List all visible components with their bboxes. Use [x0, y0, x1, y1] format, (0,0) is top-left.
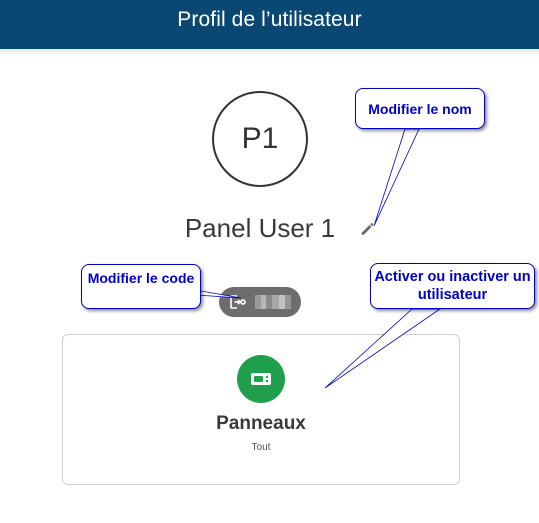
- callout-edit-name: Modifier le nom: [355, 88, 485, 129]
- panel-card-title: Panneaux: [216, 413, 306, 434]
- key-icon: [229, 294, 247, 310]
- panel-card-subtitle: Tout: [251, 442, 271, 453]
- app-header: Profil de l’utilisateur: [0, 0, 539, 49]
- pencil-icon[interactable]: [359, 221, 375, 237]
- header-shadow: [0, 49, 539, 56]
- user-code-button[interactable]: ••••: [219, 287, 301, 317]
- avatar-initials: P1: [241, 122, 279, 155]
- panel-access-card[interactable]: Panneaux Tout: [62, 334, 460, 485]
- panel-device-icon: [237, 355, 285, 403]
- callout-toggle-user: Activer ou inactiver un utilisateur: [370, 263, 535, 309]
- avatar: P1: [212, 91, 308, 187]
- callout-edit-code: Modifier le code: [81, 264, 201, 309]
- page-title: Profil de l’utilisateur: [177, 7, 362, 31]
- masked-code: ••••: [253, 295, 293, 309]
- user-name: Panel User 1: [184, 213, 336, 243]
